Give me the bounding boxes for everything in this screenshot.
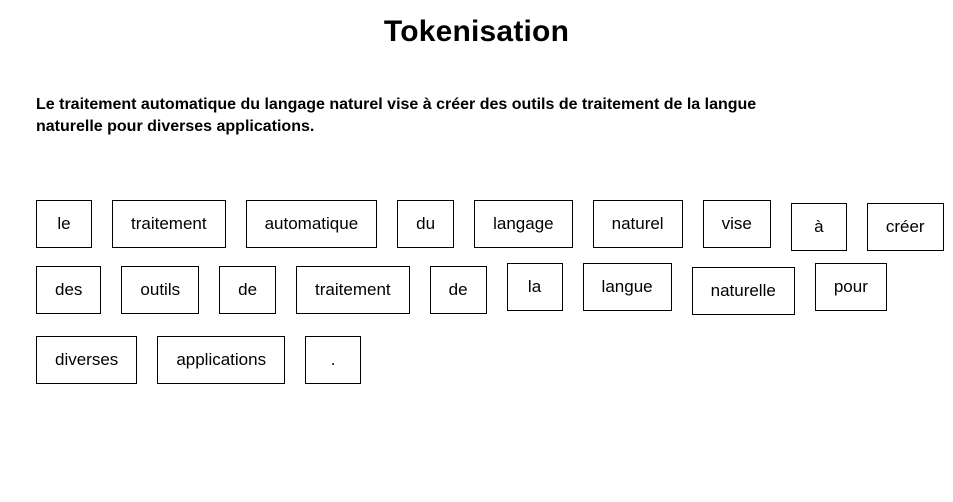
token-label: la — [527, 277, 542, 296]
token-box: le — [36, 200, 92, 248]
intro-paragraph-line-2: naturelle pour diverses applications. — [36, 118, 315, 135]
token-label: de — [238, 280, 258, 299]
token-box: de — [219, 266, 277, 314]
token-label: naturelle — [710, 281, 776, 300]
token-label: à — [814, 217, 824, 236]
token-box: la — [506, 263, 563, 311]
token-label: . — [330, 350, 336, 369]
token-label: outils — [140, 280, 181, 299]
token-box: traitement — [112, 200, 226, 248]
token-label: le — [57, 214, 71, 233]
token-row: diverses applications. — [36, 336, 953, 384]
token-box: traitement — [296, 266, 410, 314]
token-label: automatique — [264, 214, 359, 233]
token-box: pour — [814, 263, 887, 311]
token-box: à — [790, 203, 847, 251]
token-box: langue — [582, 263, 672, 311]
token-box: . — [305, 336, 362, 384]
token-box: vise — [702, 200, 771, 248]
token-box: automatique — [245, 200, 378, 248]
token-grid: le traitement automatique du langage naturel v… — [36, 200, 953, 384]
token-label: naturel — [611, 214, 664, 233]
token-box: applications — [157, 336, 286, 384]
token-label: traitement — [131, 214, 207, 233]
token-box: diverses — [36, 336, 138, 384]
token-box: langage — [474, 200, 573, 248]
tokenisation-slide: Tokenisation Le traitement automatique d… — [0, 14, 953, 502]
token-label: traitement — [315, 280, 391, 299]
token-label: diverses — [55, 350, 119, 369]
token-row: des outils de traitement de la langue naturelle… — [36, 263, 953, 315]
token-box: de — [429, 266, 487, 314]
token-row: le traitement automatique du langage naturel v… — [36, 200, 953, 251]
page-title: Tokenisation — [383, 15, 570, 48]
token-box: du — [397, 200, 455, 248]
token-label: des — [55, 280, 83, 299]
token-box: naturelle — [691, 267, 795, 315]
token-label: langage — [493, 214, 554, 233]
token-box: des — [36, 266, 102, 314]
token-box: créer — [866, 203, 944, 251]
intro-paragraph: Le traitement automatique du langage nat… — [36, 94, 917, 138]
token-box: naturel — [592, 200, 683, 248]
token-box: outils — [121, 266, 200, 314]
intro-paragraph-line-1: Le traitement automatique du langage nat… — [36, 96, 757, 113]
token-label: vise — [721, 214, 752, 233]
token-label: créer — [885, 217, 925, 236]
token-label: de — [448, 280, 468, 299]
token-label: du — [416, 214, 436, 233]
token-label: applications — [176, 350, 267, 369]
token-label: pour — [833, 277, 868, 296]
token-label: langue — [601, 277, 653, 296]
